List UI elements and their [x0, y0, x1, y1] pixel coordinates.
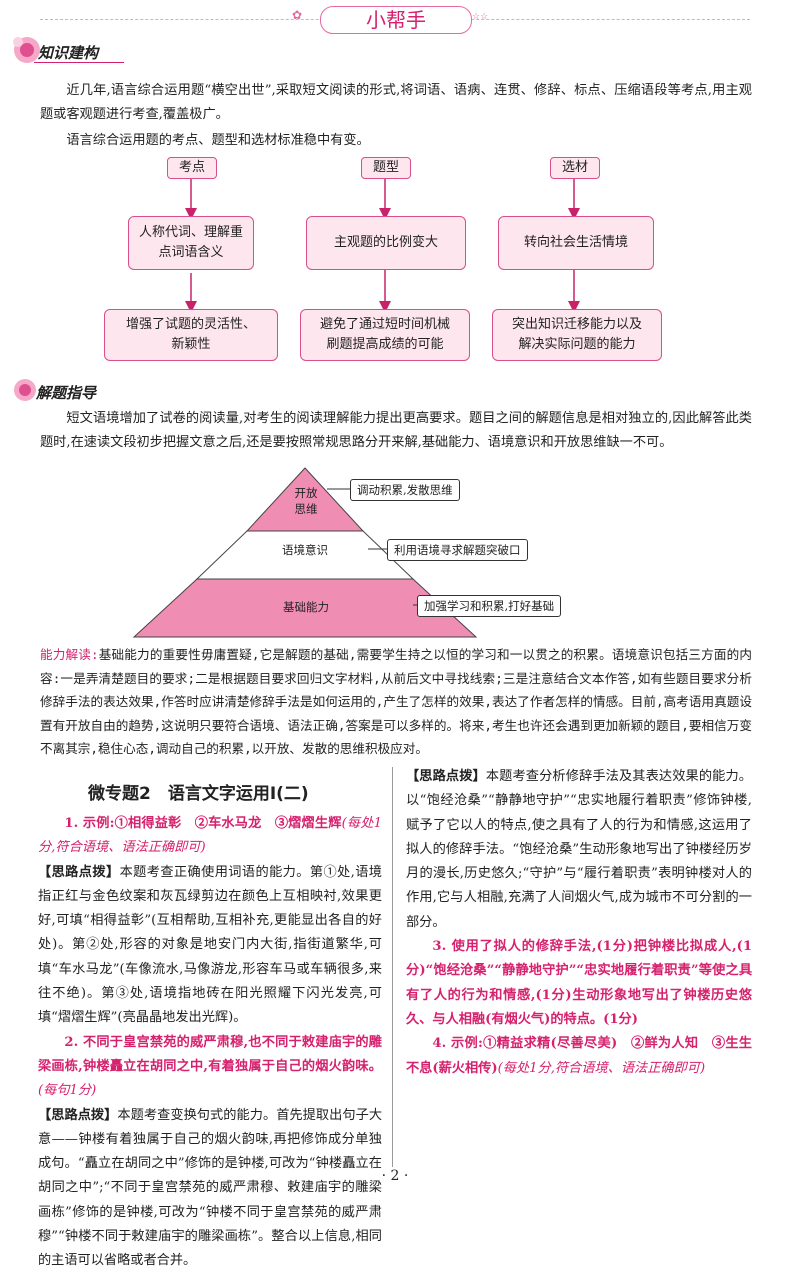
diagram-tag-tixing: 题型	[361, 157, 411, 179]
answer-block-1: 1. 示例:①相得益彰 ②车水马龙 ③熠熠生辉(每处1分,符合语境、语法正确即可…	[38, 812, 382, 1274]
flower-icon	[14, 379, 36, 401]
pyramid-base-label: 基础能力	[283, 600, 329, 614]
intro-paragraph: 近几年,语言综合运用题“横空出世”,采取短文阅读的形式,将词语、语病、连贯、修辞…	[40, 83, 752, 122]
pyramid-note-top: 调动积累,发散思维	[350, 479, 460, 501]
q2-answer: 2. 不同于皇宫禁苑的威严肃穆,也不同于敕建庙宇的雕梁画栋,钟楼矗立在胡同之中,…	[38, 1034, 382, 1074]
answer-block-2: 【思路点拨】本题考查分析修辞手法及其表达效果的能力。以“饱经沧桑”“静静地守护”…	[406, 765, 752, 1081]
flower-icon	[13, 37, 40, 63]
diagram-box-col3-bottom: 突出知识迁移能力以及解决实际问题的能力	[492, 309, 662, 361]
section-guide-label: 解题指导	[36, 384, 97, 402]
q1-tip: 本题考查正确使用词语的能力。第①处,语境指正红与金色纹案和灰瓦绿剪边在颜色上互相…	[38, 864, 382, 1026]
answers-title: 微专题2 语言文字运用Ⅰ(二)	[88, 784, 309, 804]
q1-answer: 1. 示例:①相得益彰 ②车水马龙 ③熠熠生辉	[64, 816, 342, 831]
q4-answer: 4. 示例:①精益求精(尽善尽美) ②鲜为人知 ③生生不息(薪火相传)	[406, 1036, 752, 1076]
q1-tip-label: 【思路点拨】	[38, 864, 120, 880]
diagram-box-col3-top: 转向社会生活情境	[498, 216, 654, 270]
q1-score: (每处1分,符合语境、语法正确即可)	[38, 816, 382, 856]
guide-paragraph: 短文语境增加了试卷的阅读量,对考生的阅读理解能力提出更高要求。题目之间的解题信息…	[40, 411, 752, 450]
page-header-title: 小帮手	[320, 6, 472, 34]
q2-score: (每句1分)	[38, 1083, 97, 1099]
q3-tip: 本题考查分析修辞手法及其表达效果的能力。以“饱经沧桑”“静静地守护”“忠实地履行…	[406, 769, 752, 930]
section-knowledge-label: 知识建构	[38, 44, 99, 62]
pyramid-top-label: 开放思维	[294, 486, 318, 516]
intro-paragraph-2: 语言综合运用题的考点、题型和选材标准稳中有变。	[66, 133, 370, 148]
q2-tip-label: 【思路点拨】	[38, 1107, 118, 1123]
q4-score: (每处1分,符合语境、语法正确即可)	[497, 1060, 706, 1076]
stars-icon: ☆☆	[472, 12, 489, 22]
flow-diagram-arrows	[185, 178, 580, 313]
ability-interpretation-text: 基础能力的重要性毋庸置疑,它是解题的基础,需要学生持之以恒的学习和一以贯之的积累…	[40, 647, 752, 756]
q3-tip-label: 【思路点拨】	[406, 769, 486, 784]
diagram-box-col1-top: 人称代词、理解重点词语含义	[128, 216, 254, 270]
q2-tip: 本题考查变换句式的能力。首先提取出句子大意——钟楼有着独属于自己的烟火韵味,再把…	[38, 1107, 383, 1269]
diagram-box-col2-top: 主观题的比例变大	[306, 216, 466, 270]
diagram-box-col1-bottom: 增强了试题的灵活性、新颖性	[104, 309, 278, 361]
pyramid-diagram	[132, 467, 478, 638]
pyramid-mid-label: 语境意识	[282, 543, 328, 557]
diagram-box-col2-bottom: 避免了通过短时间机械刷题提高成绩的可能	[300, 309, 470, 361]
q3-answer: 3. 使用了拟人的修辞手法,(1分)把钟楼比拟成人,(1分)“饱经沧桑”“静静地…	[406, 939, 752, 1027]
ability-interpretation-label: 能力解读:	[40, 647, 99, 662]
diagram-tag-xuancai: 选材	[550, 157, 600, 179]
pyramid-note-base: 加强学习和积累,打好基础	[417, 595, 562, 617]
sparkle-icon: ✿	[292, 8, 303, 22]
ability-interpretation: 能力解读:基础能力的重要性毋庸置疑,它是解题的基础,需要学生持之以恒的学习和一以…	[40, 643, 752, 761]
page-number: · 2 ·	[381, 1168, 409, 1184]
pyramid-note-mid: 利用语境寻求解题突破口	[387, 539, 528, 561]
column-divider	[392, 767, 393, 1167]
section-underline	[34, 62, 124, 63]
diagram-tag-kaodian: 考点	[167, 157, 217, 179]
